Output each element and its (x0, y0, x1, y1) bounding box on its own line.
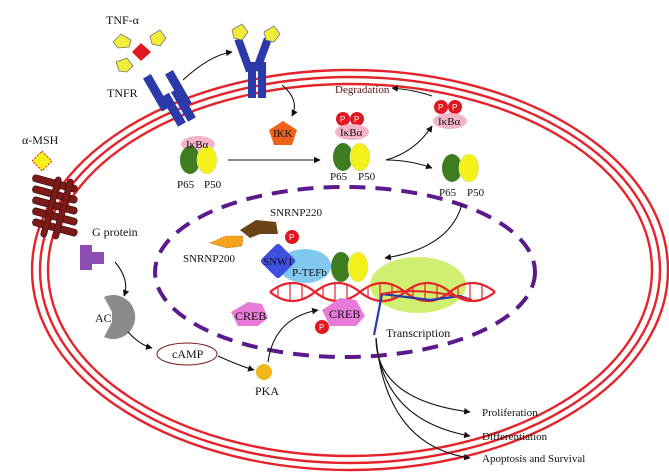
gpcr-receptor (32, 174, 78, 240)
snw1-label: SNW1 (263, 256, 293, 268)
ikba-label-2: IκBα (340, 127, 363, 139)
pathway-arrows (114, 49, 471, 461)
tnfr-bound-receptor (231, 23, 281, 98)
snrnp200-protein (209, 235, 244, 249)
g-protein-label: G protein (92, 225, 138, 239)
creb-protein-2 (322, 298, 365, 326)
phospho-label: P (438, 103, 443, 112)
tnfr-label: TNFR (107, 86, 138, 100)
nfkb-complex-phospho (333, 112, 371, 172)
p65-label-3: P65 (439, 187, 457, 199)
phospho-snw1 (285, 230, 299, 244)
camp-label: cAMP (172, 347, 204, 361)
nfkb-dimer-nuclear (331, 251, 369, 283)
p50-label-3: P50 (467, 187, 485, 199)
phospho-label: P (354, 115, 359, 124)
tnfr-receptor (143, 70, 196, 127)
tnf-alpha-label: TNF-α (106, 13, 140, 27)
snw1-protein (260, 243, 296, 279)
ikba-phospho-free (433, 100, 467, 129)
creb-label-1: CREB (235, 309, 266, 323)
transcription-label: Transcription (386, 326, 450, 340)
rna-polymerase-line (381, 290, 473, 301)
ac-label: AC (95, 311, 112, 325)
outcome-apoptosis-survival: Apoptosis and Survival (482, 453, 585, 465)
alpha-msh-label: α-MSH (22, 133, 59, 147)
cell-membrane (30, 68, 669, 472)
p50-label-1: P50 (204, 179, 222, 191)
phospho-creb (315, 320, 329, 334)
adenylyl-cyclase (104, 295, 136, 339)
ikba-label-3: IκBα (438, 116, 461, 128)
pka-kinase (256, 364, 272, 380)
p-tefb-label: P-TEFb (292, 267, 327, 279)
nfkb-complex-inactive (180, 136, 218, 175)
phospho-label: P (452, 103, 457, 112)
pka-label: PKA (255, 384, 279, 398)
creb-protein-1 (231, 302, 268, 326)
p65-label-2: P65 (330, 171, 348, 183)
g-protein (80, 245, 104, 270)
nfkb-dimer-free (442, 153, 480, 183)
phospho-label: P (319, 323, 324, 332)
phospho-label: P (289, 233, 294, 242)
ikk-complex (269, 121, 297, 145)
ikba-label-1: IκBα (186, 139, 209, 151)
creb-label-2: CREB (329, 307, 360, 321)
outcome-differentiation: Differentiation (482, 431, 548, 443)
snrnp220-protein (240, 220, 278, 238)
ikk-label: IKK (273, 128, 293, 140)
alpha-msh-ligand (31, 150, 53, 172)
outcome-proliferation: Proliferation (482, 407, 538, 419)
p50-label-2: P50 (358, 171, 376, 183)
snrnp220-label: SNRNP220 (270, 207, 322, 219)
snrnp200-label: SNRNP200 (183, 253, 235, 265)
nucleus-membrane (153, 185, 537, 359)
degradation-label: Degradation (335, 84, 390, 96)
tnf-alpha-ligand (112, 29, 167, 73)
phospho-label: P (340, 115, 345, 124)
p65-label-1: P65 (177, 179, 195, 191)
camp-node (156, 342, 218, 366)
dna-helix (269, 281, 496, 303)
